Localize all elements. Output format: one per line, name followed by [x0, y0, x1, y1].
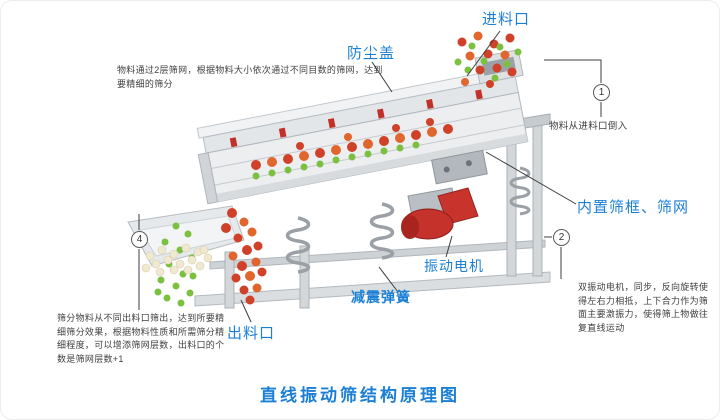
- label-dust-cover: 防尘盖: [347, 45, 396, 62]
- note-feed: 物料从进料口倒入: [549, 121, 628, 132]
- label-discharge-outlet: 出料口: [227, 325, 276, 342]
- material-balls-fines: [141, 243, 213, 277]
- screen-body: [196, 49, 529, 205]
- label-damping-spring: 减震弹簧: [351, 289, 411, 305]
- vibration-motor-part: [401, 187, 479, 240]
- page-title: 直线振动筛结构原理图: [260, 386, 460, 405]
- label-feed-inlet: 进料口: [482, 11, 531, 28]
- note-discharge: 筛分物料从不同出料口筛出，达到所要精细筛分效果，根据物料性质和所需筛分精细程度，…: [57, 313, 225, 364]
- note-screening-process: 物料通过2层筛网，根据物料大小依次通过不同目数的筛网，达到要精细的筛分: [117, 65, 383, 89]
- label-screen-frame: 内置筛框、筛网: [577, 199, 690, 216]
- material-balls-lower-deck: [252, 141, 420, 180]
- step-marker-4: 4: [131, 231, 148, 248]
- leader-lines: [138, 30, 602, 323]
- step-marker-2: 2: [553, 229, 570, 246]
- material-balls-top-deck: [251, 118, 453, 170]
- material-balls-inlet: [454, 31, 522, 88]
- cover-clamps: [229, 89, 483, 148]
- note-motor: 双振动电机，同步，反向旋转使得左右力相抵，上下合力作为筛面主要激振力，使得筛上物…: [578, 282, 709, 333]
- exciter-box: [431, 149, 488, 185]
- label-vibration-motor: 振动电机: [424, 258, 484, 274]
- step-marker-1: 1: [593, 84, 610, 101]
